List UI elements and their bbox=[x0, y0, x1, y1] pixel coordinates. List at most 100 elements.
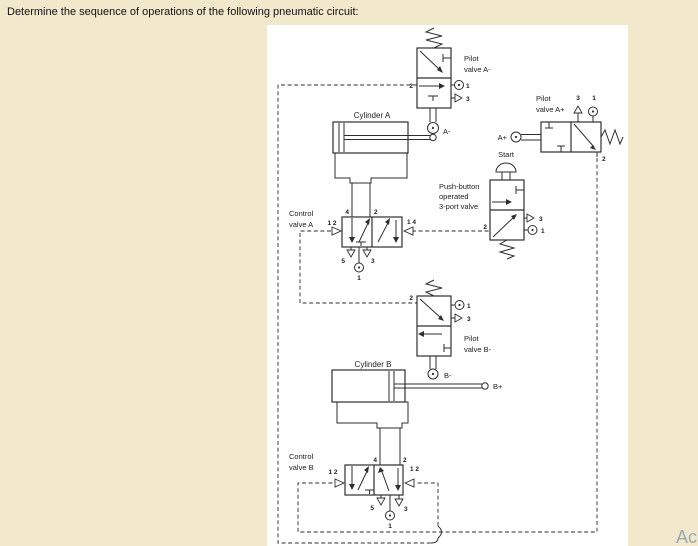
valve-name-line2: valve A+ bbox=[536, 105, 565, 114]
spring-icon bbox=[498, 239, 516, 260]
roller-actuator bbox=[427, 356, 439, 380]
valve-passages bbox=[418, 298, 451, 352]
wire-b-minus-to-valve-a-left bbox=[299, 230, 417, 304]
diagram-panel bbox=[267, 25, 628, 546]
port-2-label: 2 bbox=[403, 457, 407, 464]
port-1-label: 1 bbox=[357, 275, 361, 282]
control-valve-a: Control valve A 4 2 5 3 1 1 2 1 4 bbox=[289, 209, 416, 282]
port-2-label: 2 bbox=[409, 83, 413, 90]
port-1 bbox=[451, 300, 465, 310]
cylinder-a-mount bbox=[334, 152, 408, 184]
valve-name-line1: Control bbox=[289, 209, 314, 218]
wire-corner-curve bbox=[430, 537, 439, 544]
right-pilot-arrow bbox=[402, 226, 414, 236]
watermark-text: Ac bbox=[676, 527, 697, 546]
valve-desc-line1: Push-button bbox=[439, 182, 479, 191]
start-label: Start bbox=[498, 150, 515, 159]
rod-end-label: B+ bbox=[493, 382, 503, 391]
pilot-valve-a-plus: Pilot valve A+ 3 1 A+ 2 bbox=[498, 94, 624, 163]
supply-port-1 bbox=[385, 495, 395, 521]
valve-passages bbox=[419, 50, 451, 101]
cylinder-a: Cylinder A bbox=[332, 111, 437, 217]
pilot-valve-b-minus: 2 1 3 Pilot valve B- B- bbox=[409, 279, 492, 380]
wire-a-plus-to-valve-b-left bbox=[297, 158, 598, 533]
left-pilot-arrow bbox=[331, 226, 343, 236]
control-valve-b: Control valve B 4 2 5 3 1 1 2 1 2 bbox=[289, 452, 419, 530]
right-pilot-arrow bbox=[403, 478, 415, 488]
exhaust-port-5 bbox=[346, 247, 356, 258]
wire-valve-b-right-pilot bbox=[415, 482, 439, 526]
port-1 bbox=[451, 80, 464, 90]
pilot-right-label: 1 4 bbox=[407, 219, 416, 226]
port-3 bbox=[573, 105, 583, 122]
port-3-label: 3 bbox=[467, 316, 471, 323]
roller-actuator bbox=[510, 131, 541, 143]
valve-name-line2: valve A- bbox=[464, 65, 491, 74]
rod-end bbox=[481, 382, 489, 390]
exhaust-port-3 bbox=[394, 495, 404, 507]
roller-actuator bbox=[427, 108, 439, 134]
port-2-label: 2 bbox=[409, 295, 413, 302]
port-3-label: 3 bbox=[576, 95, 580, 102]
port-2-label: 2 bbox=[602, 156, 606, 163]
cylinder-b-mount bbox=[336, 401, 409, 429]
spring-icon bbox=[424, 279, 443, 297]
port-3 bbox=[524, 213, 535, 223]
valve-desc-line3: 3-port valve bbox=[439, 202, 478, 211]
cylinder-b: Cylinder B B+ bbox=[331, 360, 503, 465]
valve-passages bbox=[492, 186, 524, 238]
port-4-label: 4 bbox=[373, 457, 377, 464]
port-3-label: 3 bbox=[371, 258, 375, 265]
port-3-label: 3 bbox=[404, 506, 408, 513]
pilot-right-label: 1 2 bbox=[410, 466, 419, 473]
wire-a-minus-to-valve-b-right bbox=[277, 84, 431, 544]
port-1 bbox=[588, 106, 598, 122]
signal-lines bbox=[277, 84, 598, 544]
push-button-icon bbox=[495, 162, 517, 180]
port-3-label: 3 bbox=[539, 216, 543, 223]
port-2-label: 2 bbox=[374, 209, 378, 216]
port-1-label: 1 bbox=[388, 523, 392, 530]
valve-name-line2: valve B- bbox=[464, 345, 492, 354]
port-2-label: 2 bbox=[483, 224, 487, 231]
supply-port-1 bbox=[354, 247, 364, 273]
valve-name-line2: valve A bbox=[289, 220, 313, 229]
valve-name-line1: Control bbox=[289, 452, 314, 461]
port-4-label: 4 bbox=[345, 209, 349, 216]
spring-icon bbox=[600, 128, 624, 146]
spring-icon bbox=[424, 27, 444, 49]
valve-desc-line2: operated bbox=[439, 192, 469, 201]
port-1-label: 1 bbox=[467, 303, 471, 310]
cam-label-a-plus: A+ bbox=[498, 133, 508, 142]
cam-label-b-minus: B- bbox=[444, 371, 452, 380]
port-1 bbox=[524, 225, 538, 235]
valve-passages bbox=[545, 122, 596, 152]
port-1-label: 1 bbox=[592, 95, 596, 102]
port-5-label: 5 bbox=[370, 505, 374, 512]
exhaust-port-3 bbox=[362, 247, 372, 258]
start-valve: Start 3 1 2 Push-button operated 3-port … bbox=[439, 150, 545, 260]
port-3 bbox=[451, 93, 463, 103]
valve-name-line1: Pilot bbox=[464, 334, 480, 343]
pilot-valve-a-minus: 2 1 3 Pilot valve A- A- bbox=[409, 27, 491, 136]
port-3 bbox=[451, 313, 463, 323]
cylinder-b-body bbox=[331, 369, 406, 403]
cylinder-b-label: Cylinder B bbox=[355, 360, 392, 369]
valve-name-line1: Pilot bbox=[464, 54, 480, 63]
port-5-label: 5 bbox=[341, 258, 345, 265]
cylinder-a-label: Cylinder A bbox=[354, 111, 391, 120]
port-3-label: 3 bbox=[466, 96, 470, 103]
port-1-label: 1 bbox=[466, 83, 470, 90]
pilot-left-label: 1 2 bbox=[327, 220, 336, 227]
port-1-label: 1 bbox=[541, 228, 545, 235]
cam-label-a-minus: A- bbox=[443, 127, 451, 136]
valve-passages bbox=[349, 466, 401, 494]
left-pilot-arrow bbox=[334, 478, 346, 488]
valve-name-line1: Pilot bbox=[536, 94, 552, 103]
valve-passages bbox=[349, 218, 399, 246]
question-text: Determine the sequence of operations of … bbox=[7, 6, 359, 18]
valve-name-line2: valve B bbox=[289, 463, 314, 472]
rod-end bbox=[429, 133, 437, 142]
